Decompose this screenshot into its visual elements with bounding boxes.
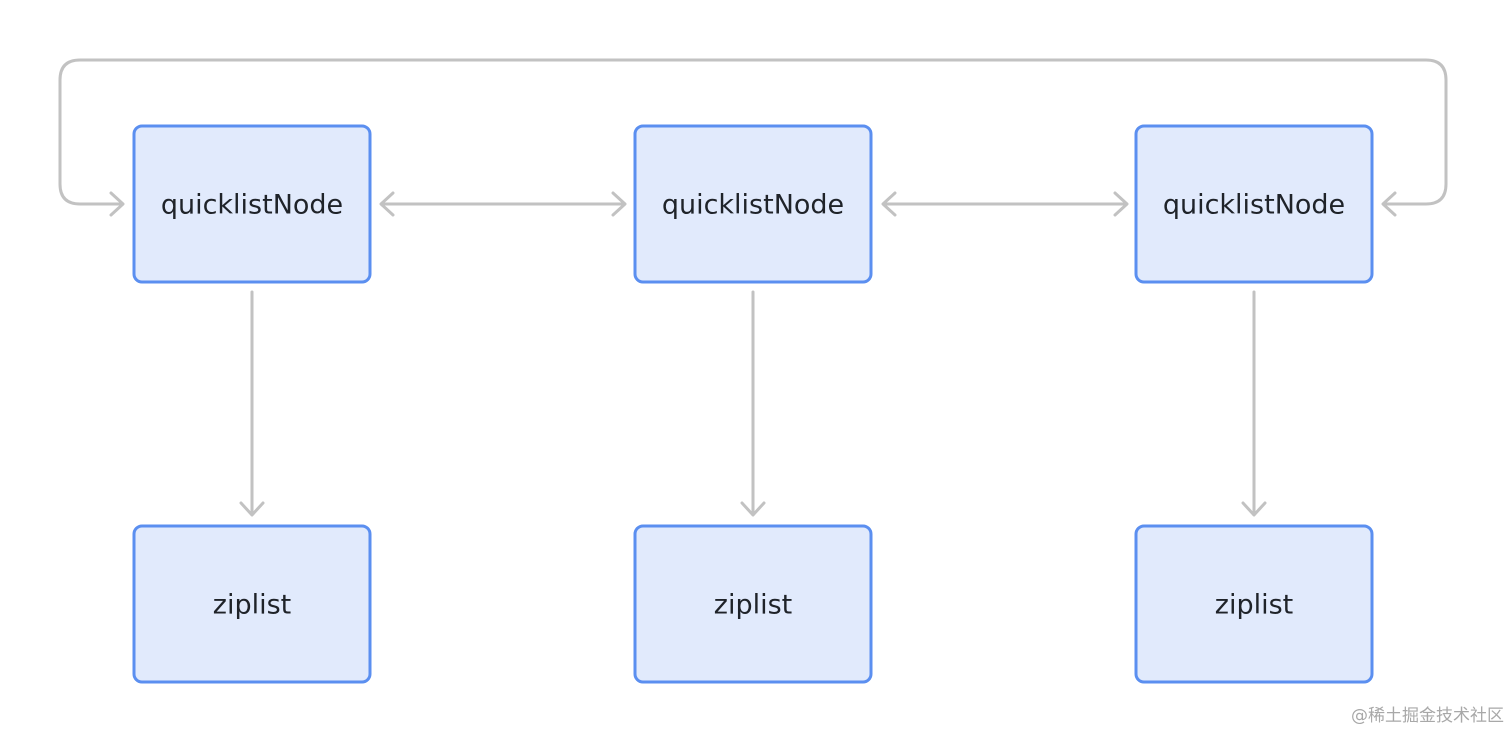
loop-arrowhead-left (109, 191, 125, 217)
quicklist-node-1-label: quicklistNode (161, 190, 343, 221)
ziplist-2-box (633, 524, 873, 684)
edge-node1-node2 (379, 191, 627, 217)
edge-node2-node3 (881, 191, 1129, 217)
edge-node1-node2-arrowhead-left (379, 191, 395, 217)
edge-node3-ziplist3 (1241, 290, 1267, 517)
quicklist-node-3-box (1134, 124, 1374, 284)
edge-node2-node3-arrowhead-right (1113, 191, 1129, 217)
edge-node1-ziplist1 (239, 290, 265, 517)
loop-edge (58, 58, 1448, 217)
edge-node3-ziplist3-arrowhead (1241, 501, 1267, 517)
ziplist-3-box (1134, 524, 1374, 684)
edge-node2-node3-arrowhead-left (881, 191, 897, 217)
quicklist-node-3: quicklistNode (1134, 124, 1374, 284)
loop-edge-line (58, 58, 1448, 206)
quicklist-node-2-box (633, 124, 873, 284)
ziplist-3: ziplist (1134, 524, 1374, 684)
quicklist-node-1-box (132, 124, 372, 284)
edge-node2-ziplist2 (740, 290, 766, 517)
loop-arrowhead-right (1381, 191, 1397, 217)
ziplist-3-label: ziplist (1215, 590, 1293, 621)
watermark-text: @稀土掘金技术社区 (1351, 706, 1504, 726)
quicklist-node-1: quicklistNode (132, 124, 372, 284)
ziplist-2-label: ziplist (714, 590, 792, 621)
ziplist-1-box (132, 524, 372, 684)
quicklist-node-2: quicklistNode (633, 124, 873, 284)
ziplist-2: ziplist (633, 524, 873, 684)
quicklist-node-3-label: quicklistNode (1163, 190, 1345, 221)
ziplist-1: ziplist (132, 524, 372, 684)
edge-node1-node2-arrowhead-right (611, 191, 627, 217)
edge-node2-ziplist2-arrowhead (740, 501, 766, 517)
edge-node1-ziplist1-arrowhead (239, 501, 265, 517)
quicklist-node-2-label: quicklistNode (662, 190, 844, 221)
ziplist-1-label: ziplist (213, 590, 291, 621)
